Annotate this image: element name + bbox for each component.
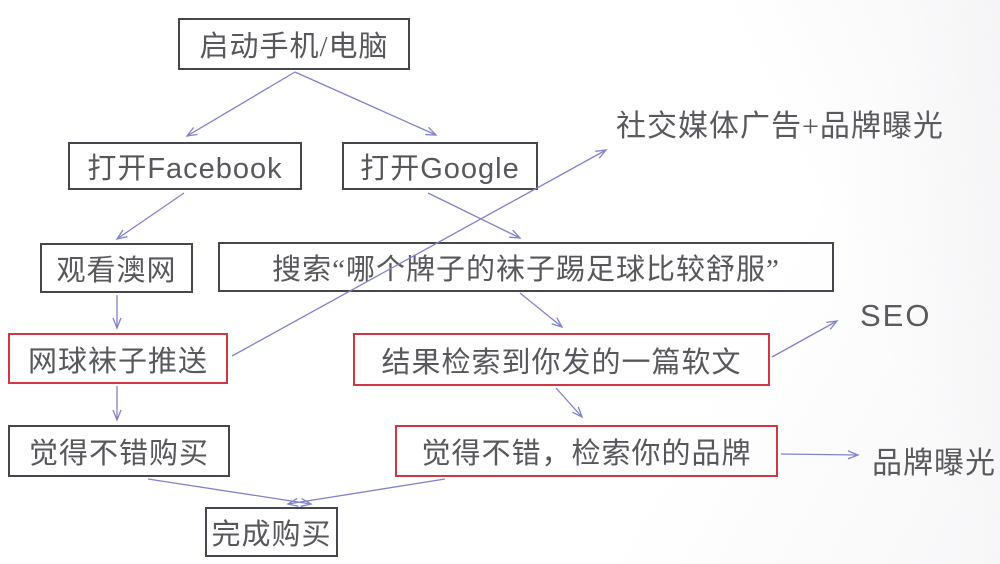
arrow-start-to-google [294, 71, 438, 136]
arrow-soft-article-to-search-brand [555, 387, 584, 419]
label-social-media-ads: 社交媒体广告+品牌曝光 [616, 110, 944, 143]
node-think-good-buy: 觉得不错购买 [8, 425, 230, 477]
arrow-search-brand-to-brand-exposure [780, 450, 860, 460]
node-search-your-brand: 觉得不错，检索你的品牌 [395, 425, 778, 477]
node-tennis-socks-push: 网球袜子推送 [8, 333, 228, 384]
arrow-buy-to-complete [147, 478, 313, 508]
arrow-google-to-search-query [427, 192, 522, 239]
node-complete-purchase: 完成购买 [205, 507, 338, 557]
node-search-query: 搜索“哪个牌子的袜子踢足球比较舒服” [218, 242, 834, 292]
arrow-facebook-to-watch-ao [115, 192, 185, 240]
arrow-start-to-facebook [185, 71, 296, 137]
label-seo: SEO [860, 298, 932, 333]
node-open-google: 打开Google [342, 142, 538, 190]
label-brand-exposure: 品牌曝光 [872, 447, 996, 480]
arrow-search-query-to-soft-article [519, 292, 564, 329]
arrow-soft-article-to-seo [771, 320, 839, 358]
node-start-device: 启动手机/电脑 [178, 18, 410, 70]
arrow-search-brand-to-complete [286, 478, 446, 508]
node-soft-article-result: 结果检索到你发的一篇软文 [353, 333, 770, 386]
node-watch-australian-open: 观看澳网 [40, 243, 193, 293]
node-open-facebook: 打开Facebook [68, 142, 302, 190]
